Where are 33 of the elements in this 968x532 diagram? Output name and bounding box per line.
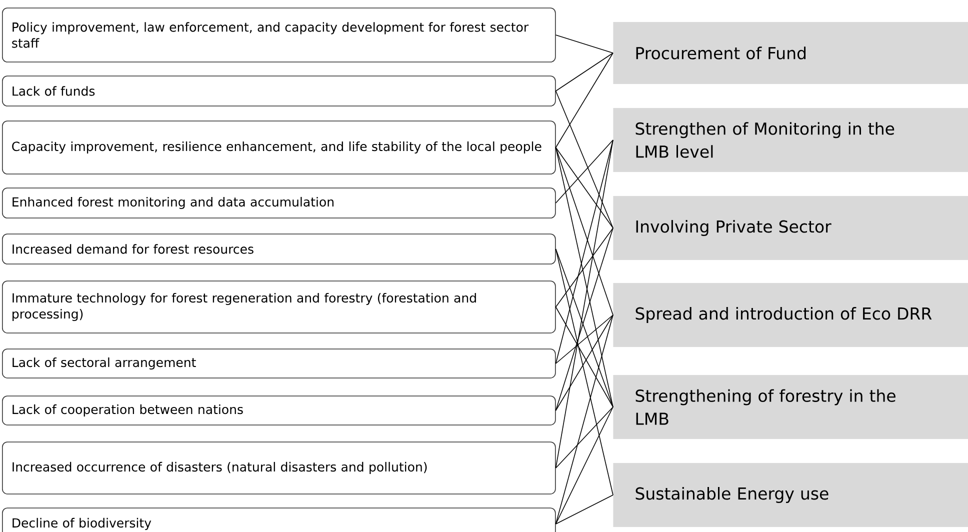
connector-line xyxy=(555,52,614,92)
connector-line xyxy=(555,90,614,228)
connector-line xyxy=(555,147,614,316)
measure-box: Strengthen of Monitoring in the LMB level xyxy=(613,108,968,172)
connector-line xyxy=(555,147,614,228)
connector-line xyxy=(555,494,614,524)
cause-box: Increased occurrence of disasters (natural disasters and pollution) xyxy=(2,442,556,494)
cause-box: Increased demand for forest resources xyxy=(2,234,556,264)
connector-line xyxy=(555,140,614,468)
connector-line xyxy=(555,34,614,54)
cause-box: Decline of biodiversity xyxy=(2,508,556,532)
connector-line xyxy=(555,406,614,468)
cause-box: Immature technology for forest regeneration and forestry (forestation and processing) xyxy=(2,280,556,334)
cause-box: Enhanced forest monitoring and data accumulation xyxy=(2,188,556,218)
connector-line xyxy=(555,314,614,364)
connector-line xyxy=(555,248,614,496)
connector-line xyxy=(555,140,614,204)
connector-line xyxy=(555,52,614,148)
measure-box: Involving Private Sector xyxy=(613,196,968,260)
cause-box: Policy improvement, law enforcement, and capacity development for forest sector staff xyxy=(2,8,556,62)
connector-line xyxy=(555,314,614,524)
measure-box: Procurement of Fund xyxy=(613,22,968,84)
connector-line xyxy=(555,147,614,408)
connector-line xyxy=(555,228,614,308)
connector-line xyxy=(555,406,614,524)
measure-box: Sustainable Energy use xyxy=(613,463,968,527)
connector-line xyxy=(555,140,614,364)
cause-box: Lack of sectoral arrangement xyxy=(2,348,556,378)
cause-box: Lack of cooperation between nations xyxy=(2,396,556,426)
measure-box: Spread and introduction of Eco DRR xyxy=(613,283,968,347)
cause-box: Capacity improvement, resilience enhancement, and life stability of the local people xyxy=(2,120,556,174)
cause-box: Lack of funds xyxy=(2,76,556,106)
measure-box: Strengthening of forestry in the LMB xyxy=(613,375,968,439)
